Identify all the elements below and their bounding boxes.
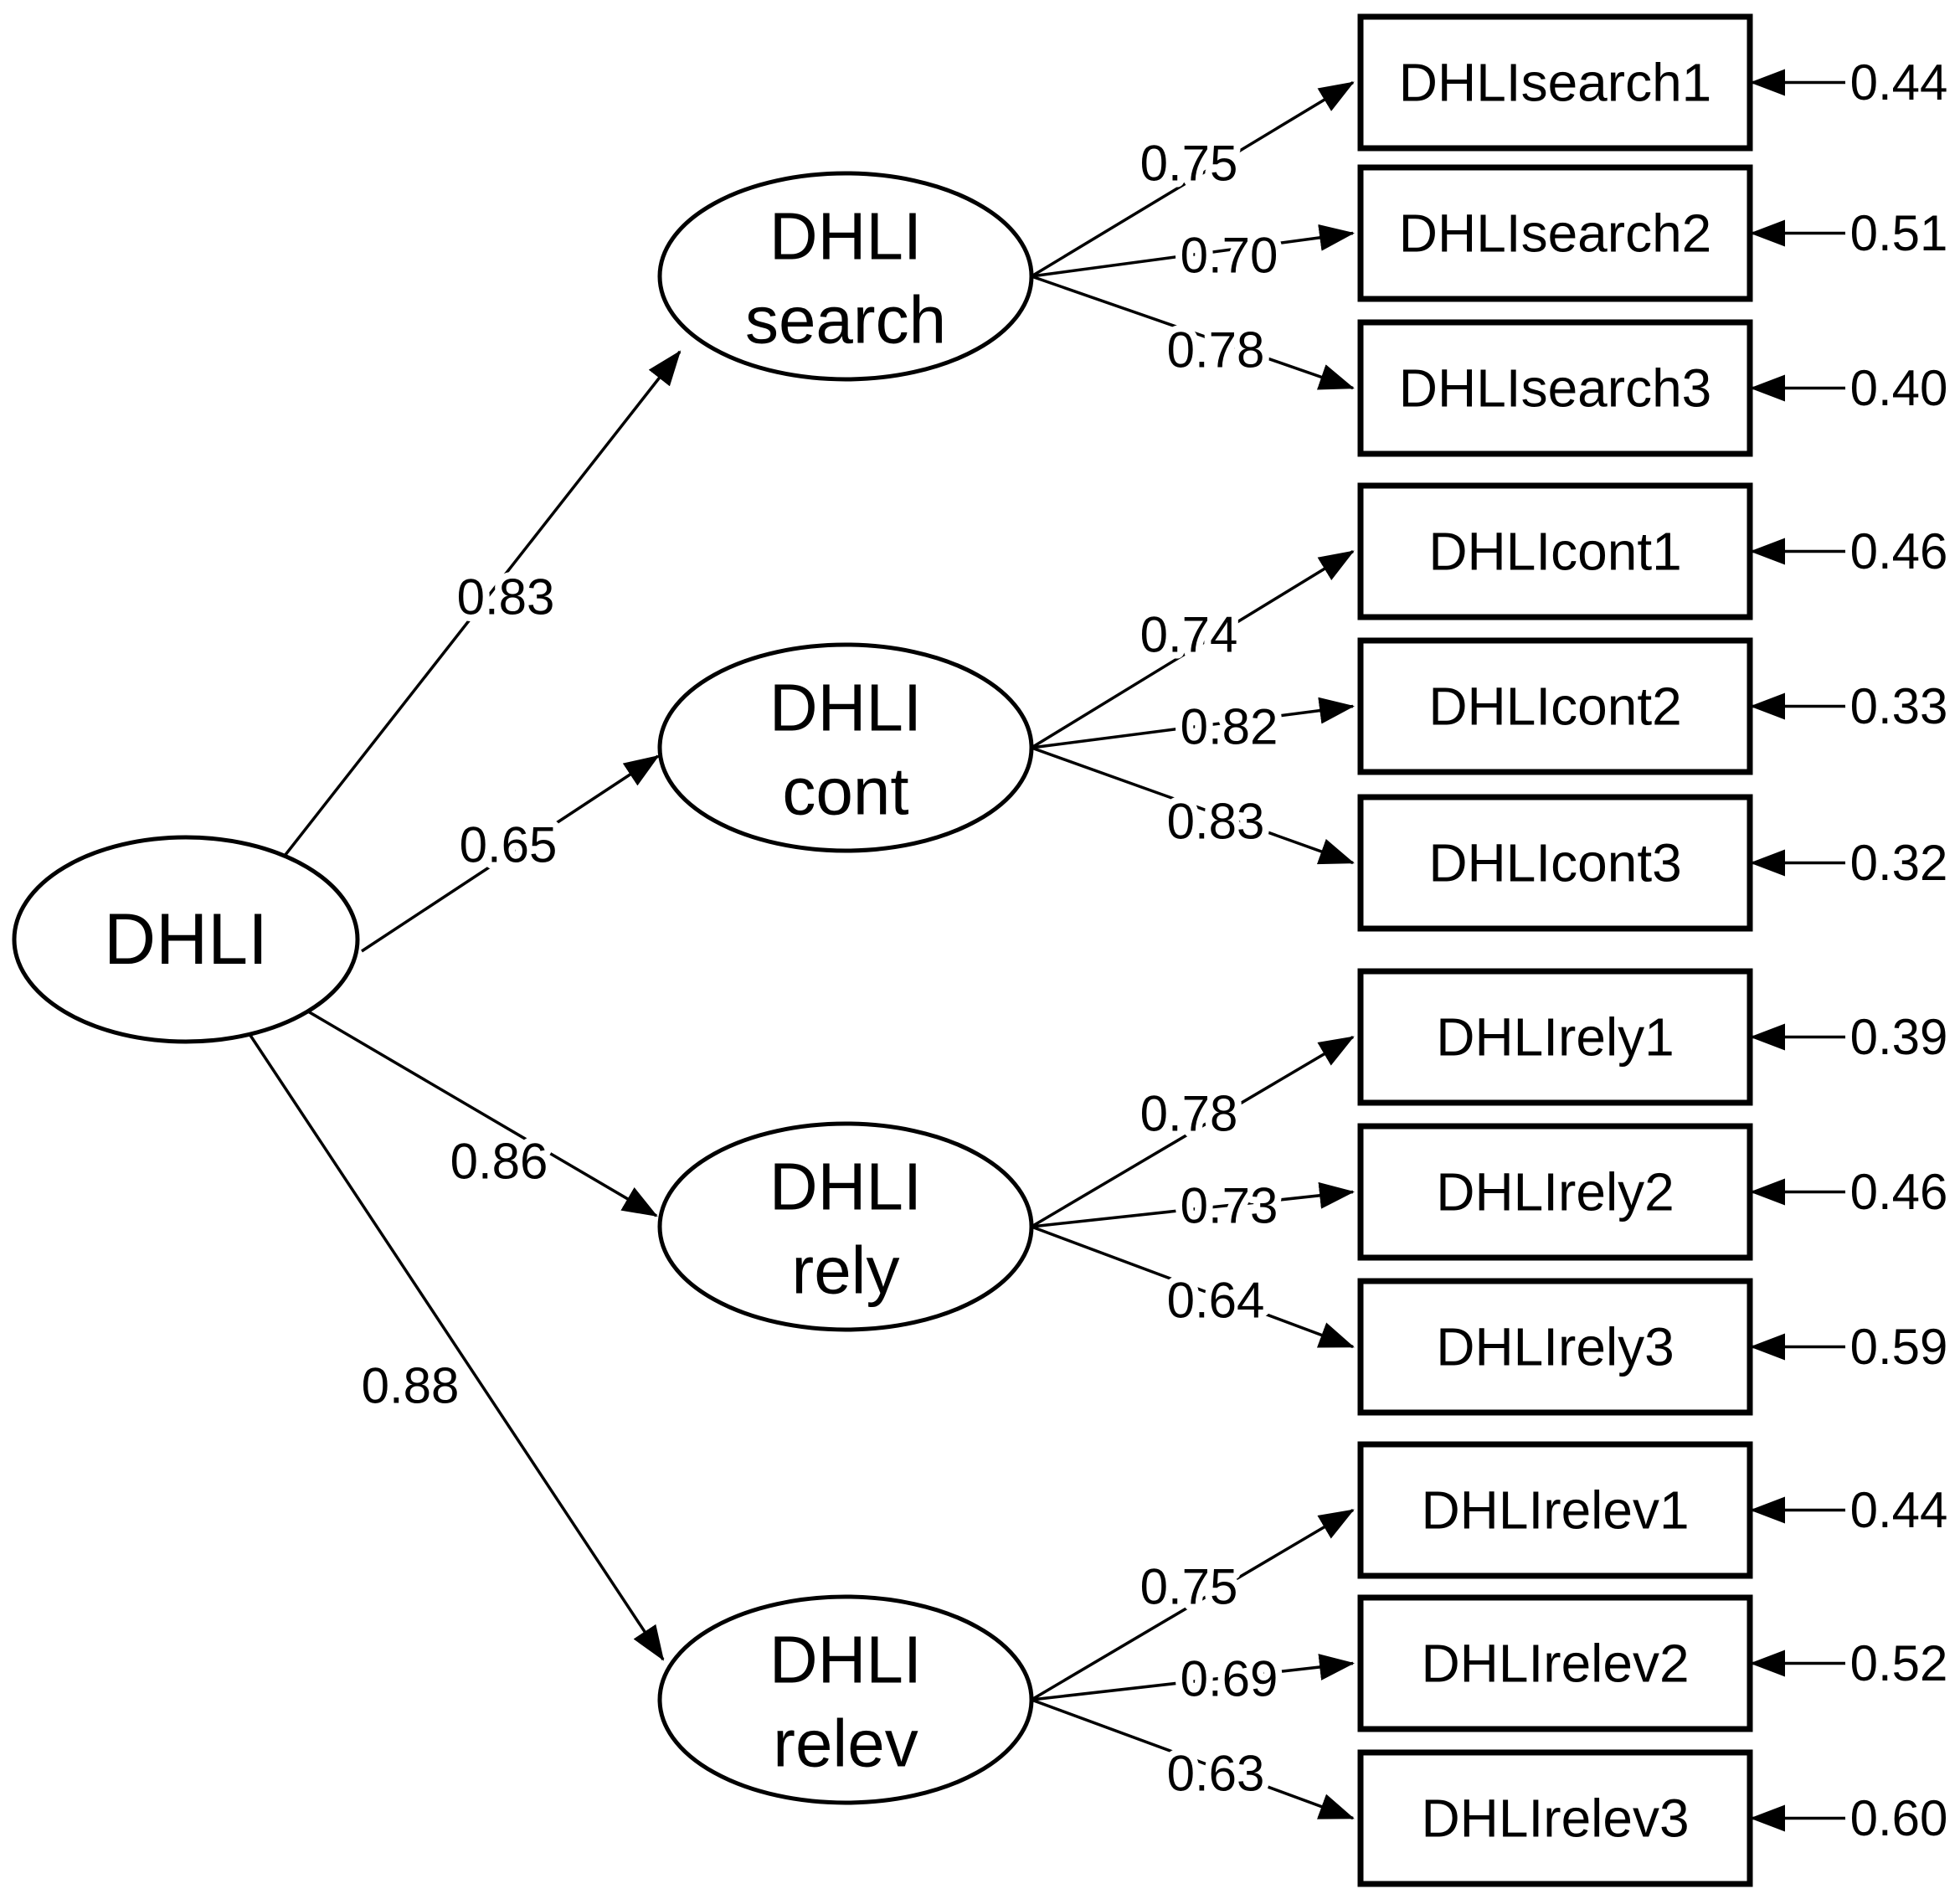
path-arrow-root-to-rely (307, 1010, 658, 1217)
error-label-DHLIrely1: 0.39 (1850, 1009, 1948, 1065)
indicator-box-DHLIcont2 (1357, 637, 1753, 775)
indicator-box-DHLIrelev3 (1357, 1749, 1753, 1887)
loading-label-DHLIrelev3: 0.63 (1167, 1746, 1265, 1802)
latent-factor-label-cont-line2: cont (782, 754, 908, 829)
loading-label-DHLIsearch1: 0.75 (1140, 136, 1238, 192)
latent-factor-ellipse-rely (657, 1121, 1034, 1332)
error-label-DHLIcont3: 0.32 (1850, 835, 1948, 891)
error-label-DHLIsearch1: 0.44 (1850, 54, 1948, 111)
error-label-DHLIsearch2: 0.51 (1850, 205, 1948, 261)
error-label-DHLIrelev3: 0.60 (1850, 1790, 1948, 1846)
indicator-label-DHLIcont2: DHLIcont2 (1428, 677, 1681, 737)
loading-arrow-DHLIsearch2 (1031, 224, 1355, 278)
path-coefficient-label-cont: 0.65 (460, 817, 558, 873)
loading-label-DHLIcont3: 0.83 (1167, 794, 1265, 850)
loading-arrow-DHLIrely1 (1031, 1035, 1355, 1228)
latent-factor-label-search-line2: search (745, 283, 946, 358)
loading-label-DHLIcont2: 0.82 (1181, 699, 1278, 755)
loading-label-DHLIsearch3: 0.78 (1167, 322, 1265, 378)
indicator-label-DHLIrely2: DHLIrely2 (1436, 1162, 1674, 1222)
loading-label-DHLIrely3: 0.64 (1167, 1273, 1265, 1329)
latent-factor-label-rely-line1: DHLI (769, 1150, 922, 1224)
indicator-box-DHLIrelev1 (1357, 1441, 1753, 1579)
indicator-box-DHLIsearch3 (1357, 319, 1753, 457)
path-coefficient-label-rely: 0.86 (450, 1134, 548, 1190)
path-coefficient-label-search: 0.83 (457, 569, 555, 625)
error-label-DHLIsearch3: 0.40 (1850, 360, 1948, 416)
loading-arrow-DHLIcont3 (1031, 746, 1355, 865)
loading-arrow-DHLIrelev3 (1031, 1698, 1355, 1820)
indicator-label-DHLIsearch3: DHLIsearch3 (1399, 358, 1712, 419)
loading-arrow-DHLIrelev1 (1031, 1508, 1355, 1701)
loading-arrow-DHLIrely2 (1031, 1181, 1355, 1228)
loading-arrow-DHLIcont2 (1031, 697, 1355, 749)
latent-factor-label-relev-line2: relev (773, 1706, 918, 1781)
latent-factor-label-relev-line1: DHLI (769, 1623, 922, 1697)
indicator-label-DHLIrelev2: DHLIrelev2 (1421, 1634, 1689, 1694)
loading-label-DHLIrelev2: 0.69 (1181, 1651, 1278, 1707)
loading-label-DHLIsearch2: 0.70 (1181, 228, 1278, 284)
loading-label-DHLIcont1: 0.74 (1140, 607, 1238, 663)
loading-arrow-DHLIrelev2 (1031, 1654, 1355, 1701)
latent-factor-label-rely-line2: rely (792, 1233, 900, 1308)
latent-factor-label-search-line1: DHLI (769, 199, 922, 274)
latent-factor-label-cont-line1: DHLI (769, 671, 922, 745)
latent-factor-ellipse-search (657, 171, 1034, 382)
loading-arrow-DHLIrely3 (1031, 1225, 1355, 1349)
indicator-box-DHLIcont3 (1357, 794, 1753, 932)
error-label-DHLIrely2: 0.46 (1850, 1164, 1948, 1220)
indicator-label-DHLIrely3: DHLIrely3 (1436, 1317, 1674, 1377)
latent-root-ellipse (12, 835, 360, 1044)
error-label-DHLIrely3: 0.59 (1850, 1319, 1948, 1375)
loading-arrow-DHLIsearch3 (1031, 275, 1355, 390)
loading-arrow-DHLIcont1 (1031, 550, 1355, 749)
loading-label-DHLIrely1: 0.78 (1140, 1086, 1238, 1142)
indicator-box-DHLIrely2 (1357, 1123, 1753, 1261)
error-label-DHLIcont1: 0.46 (1850, 523, 1948, 579)
error-label-DHLIrelev1: 0.44 (1850, 1482, 1948, 1538)
indicator-label-DHLIsearch2: DHLIsearch2 (1399, 203, 1712, 264)
path-arrow-root-to-relev (248, 1033, 665, 1661)
indicator-label-DHLIcont1: DHLIcont1 (1428, 522, 1681, 582)
path-arrow-root-to-search (283, 350, 682, 857)
indicator-label-DHLIcont3: DHLIcont3 (1428, 833, 1681, 893)
indicator-box-DHLIrely1 (1357, 968, 1753, 1106)
indicator-box-DHLIcont1 (1357, 482, 1753, 620)
indicator-label-DHLIsearch1: DHLIsearch1 (1399, 53, 1712, 113)
indicator-label-DHLIrely1: DHLIrely1 (1436, 1007, 1674, 1068)
indicator-box-DHLIsearch2 (1357, 164, 1753, 302)
loading-label-DHLIrely2: 0.73 (1181, 1178, 1278, 1234)
latent-factor-ellipse-cont (657, 642, 1034, 853)
indicator-box-DHLIrely3 (1357, 1278, 1753, 1416)
error-label-DHLIrelev2: 0.52 (1850, 1635, 1948, 1691)
error-label-DHLIcont2: 0.33 (1850, 678, 1948, 734)
latent-root-label: DHLI (104, 899, 268, 980)
path-coefficient-label-relev: 0.88 (362, 1358, 460, 1414)
indicator-box-DHLIsearch1 (1357, 13, 1753, 152)
loading-arrow-DHLIsearch1 (1031, 81, 1355, 278)
indicator-box-DHLIrelev2 (1357, 1594, 1753, 1732)
loading-label-DHLIrelev1: 0.75 (1140, 1559, 1238, 1615)
indicator-label-DHLIrelev3: DHLIrelev3 (1421, 1788, 1689, 1849)
indicator-label-DHLIrelev1: DHLIrelev1 (1421, 1480, 1689, 1541)
path-arrow-root-to-cont (361, 754, 660, 953)
latent-factor-ellipse-relev (657, 1594, 1034, 1805)
